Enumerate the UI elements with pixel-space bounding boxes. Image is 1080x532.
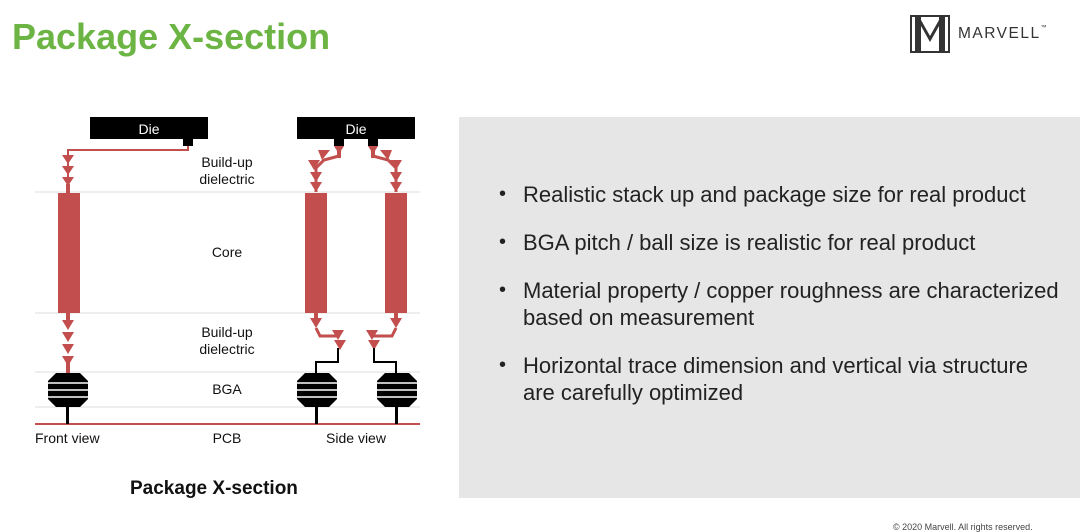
- bullet-item: Horizontal trace dimension and vertical …: [499, 352, 1059, 406]
- side-left-core-via: [305, 193, 327, 313]
- side-die: [297, 117, 415, 139]
- side-right-microvia-top: [368, 146, 402, 192]
- front-core-via: [58, 193, 80, 313]
- label-buildup-bottom-2: dielectric: [199, 341, 254, 357]
- package-xsection-diagram: Die Build-up dielectric: [35, 117, 420, 446]
- slide-title: Package X-section: [12, 16, 331, 57]
- label-pcb: PCB: [213, 430, 242, 446]
- side-die-label: Die: [345, 121, 366, 137]
- bullet-item: Material property / copper roughness are…: [499, 277, 1059, 331]
- side-right-bga-ball: [377, 373, 417, 424]
- side-left-bga-trace: [315, 348, 339, 373]
- bullet-panel: Realistic stack up and package size for …: [459, 117, 1080, 498]
- side-left-microvia-top: [308, 146, 344, 192]
- front-die-bump: [183, 139, 193, 146]
- label-buildup-top-2: dielectric: [199, 171, 254, 187]
- front-die: [90, 117, 208, 139]
- marvell-logo-icon: [910, 15, 950, 53]
- side-die-bump-right: [368, 139, 378, 146]
- side-die-bump-left: [334, 139, 344, 146]
- front-die-label: Die: [138, 121, 159, 137]
- layer-boundaries: [35, 191, 420, 408]
- bullet-list: Realistic stack up and package size for …: [499, 181, 1059, 427]
- side-left-bga-ball: [297, 373, 337, 424]
- side-left-microvia-bottom: [310, 313, 346, 350]
- marvell-logo-text: MARVELL™: [958, 25, 1049, 42]
- front-trace: [67, 146, 189, 192]
- label-side-view: Side view: [326, 430, 387, 446]
- side-right-bga-trace: [373, 348, 397, 373]
- label-core: Core: [212, 244, 243, 260]
- front-microvia-top: [62, 155, 74, 194]
- bullet-item: BGA pitch / ball size is realistic for r…: [499, 229, 1059, 256]
- marvell-logo: MARVELL™: [910, 13, 1048, 55]
- label-bga: BGA: [212, 381, 242, 397]
- label-buildup-bottom-1: Build-up: [201, 324, 253, 340]
- bullet-item: Realistic stack up and package size for …: [499, 181, 1059, 208]
- copyright-footer: © 2020 Marvell. All rights reserved.: [893, 522, 1033, 532]
- diagram-caption: Package X-section: [130, 478, 298, 499]
- front-view: Die: [48, 117, 208, 424]
- side-right-core-via: [385, 193, 407, 313]
- side-right-microvia-bottom: [366, 313, 402, 350]
- front-bga-ball: [48, 373, 88, 424]
- side-view: Die: [297, 117, 417, 424]
- label-front-view: Front view: [35, 430, 100, 446]
- front-microvia-bottom: [62, 313, 74, 374]
- label-buildup-top-1: Build-up: [201, 154, 253, 170]
